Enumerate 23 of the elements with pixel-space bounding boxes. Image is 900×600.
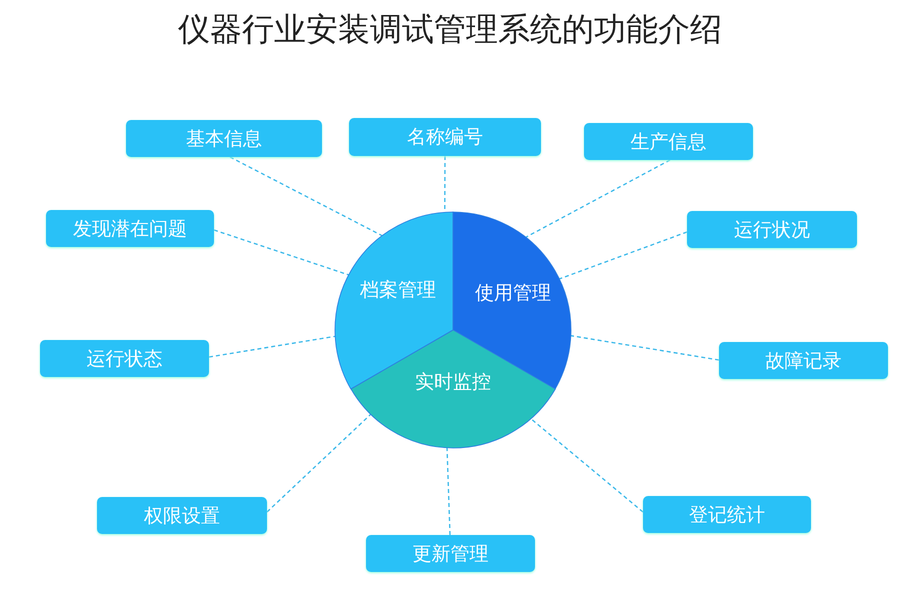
sector-label: 实时监控 <box>414 370 491 395</box>
dashed-connector <box>266 414 372 512</box>
feature-tag: 登记统计 <box>643 496 811 533</box>
dashed-connector <box>214 229 349 276</box>
feature-tag: 发现潜在问题 <box>46 210 214 247</box>
sector-label: 档案管理 <box>360 278 436 303</box>
diagram-title: 仪器行业安装调试管理系统的功能介绍 <box>177 9 723 50</box>
dashed-connector <box>526 159 670 238</box>
feature-tag: 运行状况 <box>687 211 857 248</box>
feature-tag: 基本信息 <box>126 120 322 157</box>
feature-tag: 更新管理 <box>366 535 535 572</box>
feature-tag: 权限设置 <box>97 497 267 534</box>
feature-tag: 名称编号 <box>349 118 541 156</box>
feature-tag: 运行状态 <box>40 340 209 377</box>
dashed-connector <box>446 448 451 536</box>
dashed-connector <box>559 231 688 280</box>
dashed-connector <box>208 336 336 358</box>
feature-tag: 生产信息 <box>584 123 753 160</box>
sector-label: 使用管理 <box>475 281 551 306</box>
feature-tag: 故障记录 <box>719 342 888 379</box>
dashed-connector <box>230 156 382 236</box>
dashed-connector <box>530 418 644 512</box>
dashed-connector <box>570 335 720 361</box>
